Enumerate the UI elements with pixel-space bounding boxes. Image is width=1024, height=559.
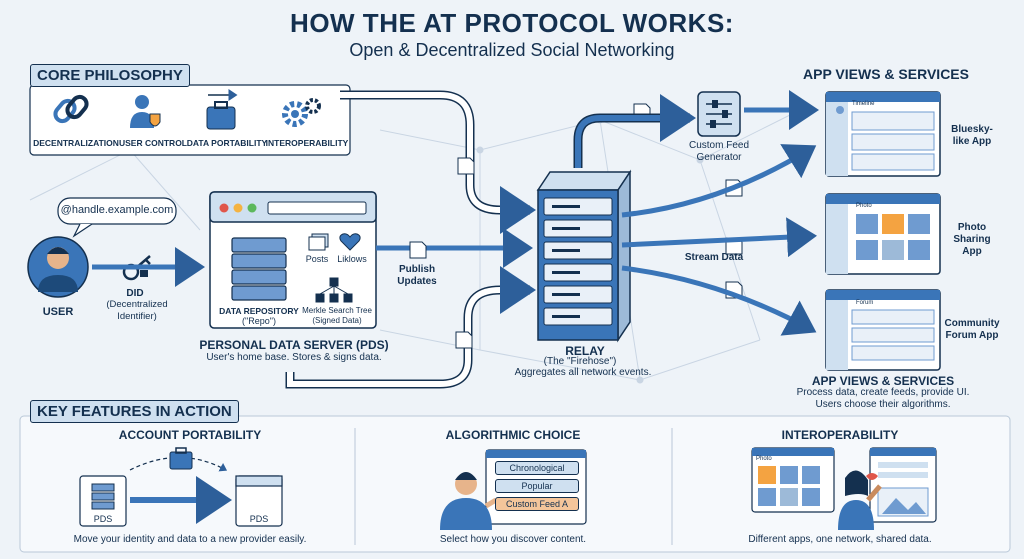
- heart-icon: [339, 233, 361, 251]
- relay-server: [536, 169, 632, 343]
- relay-title: RELAY: [565, 344, 605, 358]
- feed-option-chronological[interactable]: Chronological: [495, 461, 579, 475]
- user-avatar: [27, 236, 89, 298]
- app-views-desc: Process data, create feeds, provide UI. …: [796, 387, 970, 410]
- app-label-photo: Photo Sharing App: [953, 222, 991, 257]
- philosophy-label-user-control: USER CONTROL: [119, 138, 187, 148]
- flow-bottom-to-relay: [287, 266, 536, 387]
- user-shield-icon: [130, 95, 161, 128]
- portability-from-label: PDS: [93, 514, 113, 524]
- relay-to-feed-generator: [575, 94, 696, 168]
- page-subtitle: Open & Decentralized Social Networking: [349, 40, 675, 60]
- interop-mini-window-title: Photo: [756, 456, 772, 462]
- app-window-photo: [825, 193, 941, 275]
- app-label-forum: Community Forum App: [944, 318, 1000, 341]
- feed-option-popular[interactable]: Popular: [495, 479, 579, 493]
- suitcase-icon: [206, 89, 238, 130]
- user-label: USER: [42, 306, 74, 318]
- merkle-sub: (Signed Data): [312, 316, 362, 325]
- user-handle: @handle.example.com: [60, 204, 174, 216]
- relay-to-app-3: [621, 265, 817, 336]
- philosophy-label-interoperability: INTEROPERABILITY: [265, 138, 349, 148]
- repo-title: DATA REPOSITORY: [219, 306, 299, 316]
- publish-updates-label: Publish Updates: [397, 264, 437, 287]
- app-label-bluesky: Bluesky-like App: [951, 124, 993, 147]
- posts-label: Posts: [305, 254, 329, 264]
- did-desc: (Decentralized Identifier): [106, 299, 168, 322]
- page-title: HOW THE AT PROTOCOL WORKS:: [290, 8, 734, 38]
- gears-icon: [282, 98, 321, 127]
- merkle-tree-icon: [315, 277, 353, 303]
- algorithmic-title: ALGORITHMIC CHOICE: [445, 428, 581, 442]
- key-features-title: KEY FEATURES IN ACTION: [30, 400, 239, 423]
- relay-to-app-1: [621, 144, 817, 218]
- likes-label: Liklows: [337, 254, 367, 264]
- relay-desc: Aggregates all network events.: [514, 367, 652, 378]
- posts-icon: [308, 233, 329, 251]
- feed-generator-icon: [697, 91, 741, 137]
- app-window-title-photo: Photo: [856, 203, 872, 209]
- did-title: DID: [126, 288, 144, 299]
- app-views-title-bottom: APP VIEWS & SERVICES: [811, 374, 955, 388]
- repo-sub: ("Repo"): [242, 316, 276, 326]
- app-views-title-top: APP VIEWS & SERVICES: [803, 66, 969, 82]
- merkle-title: Merkle Search Tree: [302, 306, 372, 315]
- algorithmic-desc: Select how you discover content.: [439, 534, 587, 545]
- flow-top-to-relay: [340, 92, 536, 234]
- relay-sub: (The "Firehose"): [543, 356, 617, 367]
- data-repository-icon: [231, 237, 287, 301]
- chain-link-icon: [53, 94, 89, 124]
- interop-title: INTEROPERABILITY: [781, 428, 899, 442]
- feed-option-custom-feed-a[interactable]: Custom Feed A: [495, 497, 579, 511]
- pds-title: PERSONAL DATA SERVER (PDS): [199, 338, 389, 352]
- philosophy-label-data-portability: DATA PORTABILITY: [186, 138, 268, 148]
- app-window-title-timeline: Timeline: [852, 101, 875, 107]
- relay-to-app-2: [621, 217, 817, 258]
- portability-to-label: PDS: [249, 514, 269, 524]
- pds-desc: User's home base. Stores & signs data.: [206, 352, 382, 363]
- philosophy-label-decentralization: DECENTRALIZATION: [33, 138, 119, 148]
- portability-title: ACCOUNT PORTABILITY: [118, 428, 262, 442]
- core-philosophy-title: CORE PHILOSOPHY: [30, 64, 190, 87]
- app-window-title-forum: Forum: [856, 300, 874, 306]
- core-philosophy-panel: [29, 84, 351, 156]
- portability-desc: Move your identity and data to a new pro…: [73, 534, 307, 545]
- handle-bubble: [57, 197, 177, 225]
- portability-graphic: [79, 447, 283, 527]
- feed-generator-label: Custom Feed Generator: [688, 140, 750, 163]
- interop-graphic: [751, 447, 937, 530]
- app-window-forum: [825, 289, 941, 371]
- app-window-timeline: [825, 91, 941, 177]
- interop-desc: Different apps, one network, shared data…: [748, 534, 932, 545]
- stream-data-label: Stream Data: [684, 252, 744, 263]
